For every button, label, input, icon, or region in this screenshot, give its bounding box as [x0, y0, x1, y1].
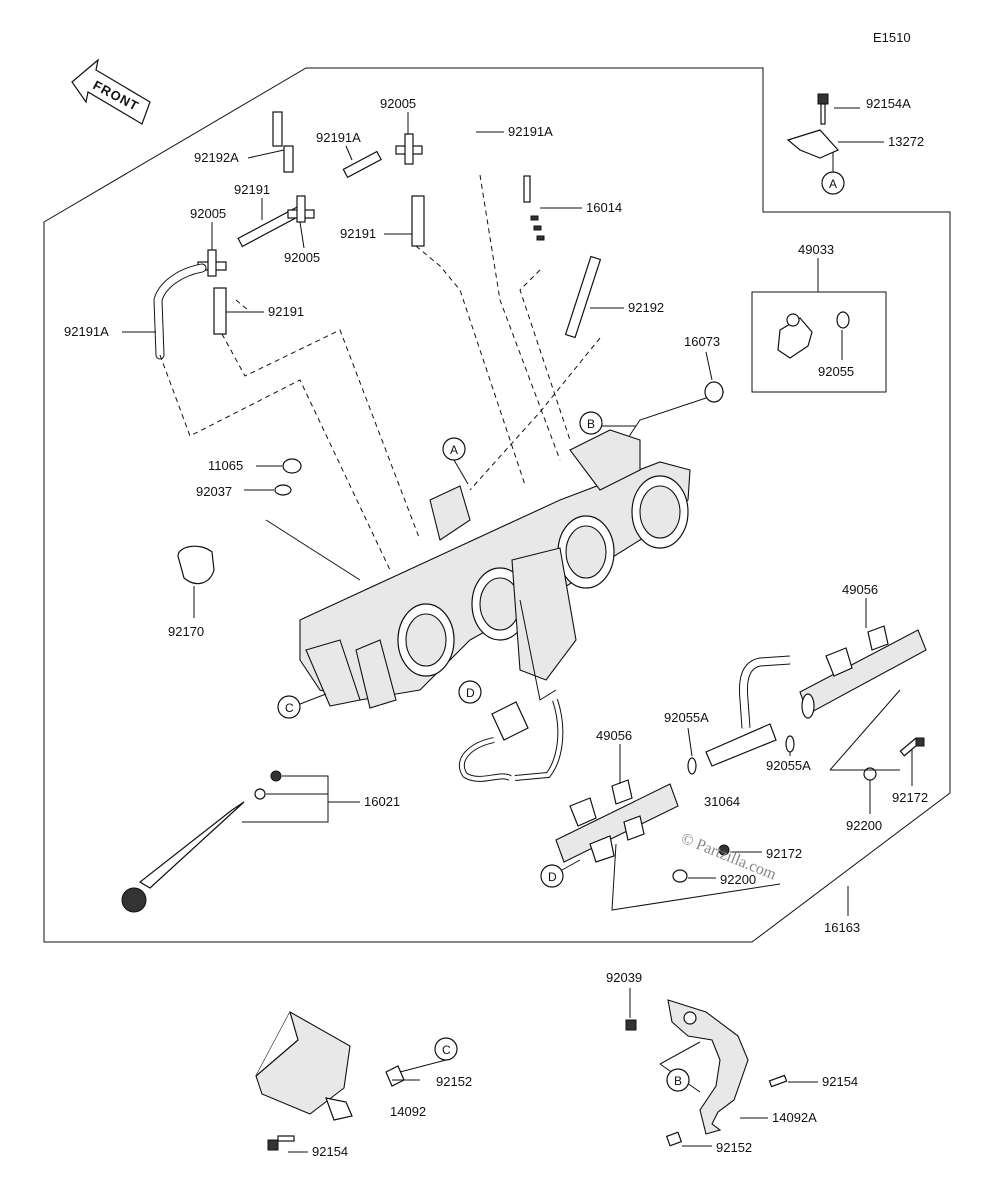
label-92191-b: 92191 — [340, 226, 376, 241]
label-92170: 92170 — [168, 624, 204, 639]
assembly-border — [43, 67, 951, 943]
seal-16073 — [704, 381, 724, 403]
ref-circle-c-cover: C — [399, 1037, 458, 1073]
label-14092A: 14092A — [772, 1110, 817, 1125]
label-16163: 16163 — [824, 920, 860, 935]
delivery-pipe-49056-right — [799, 625, 927, 719]
delivery-pipe-49056-center — [555, 779, 679, 863]
label-16014: 16014 — [586, 200, 622, 215]
tee-fitting-92005-top — [395, 133, 423, 165]
ref-circle-c-body: C — [277, 693, 327, 719]
label-92191A-left: 92191A — [64, 324, 109, 339]
throttle-bore-3 — [557, 515, 615, 589]
ref-c-body-label: C — [285, 701, 294, 715]
ref-circle-a-body: A — [442, 437, 469, 485]
tee-fitting-92005-mid — [287, 195, 315, 223]
label-49033: 49033 — [798, 242, 834, 257]
ref-b-body-label: B — [587, 417, 595, 431]
ref-a-bracket-label: A — [829, 177, 837, 191]
label-92191-c: 92191 — [268, 304, 304, 319]
ref-a-body-label: A — [450, 443, 458, 457]
leader-lines — [611, 689, 901, 911]
cap-11065 — [282, 458, 302, 474]
ref-circle-d-body: D — [458, 680, 482, 704]
label-92192A: 92192A — [194, 150, 239, 165]
label-92172-right: 92172 — [892, 790, 928, 805]
label-92055A-b: 92055A — [766, 758, 811, 773]
hose-92191-c — [213, 287, 227, 335]
label-92154-right: 92154 — [822, 1074, 858, 1089]
ref-d-body-label: D — [466, 686, 475, 700]
ref-d-pipe-label: D — [548, 870, 557, 884]
cover-14092 — [255, 1011, 420, 1151]
screw-16021 — [121, 770, 329, 913]
band-92170 — [177, 545, 215, 585]
label-92200-center: 92200 — [720, 872, 756, 887]
label-92191-a: 92191 — [234, 182, 270, 197]
ref-circle-b-cover: B — [666, 1068, 690, 1092]
throttle-bore-1 — [397, 603, 455, 677]
sensor-16014 — [523, 175, 545, 241]
label-92154A: 92154A — [866, 96, 911, 111]
label-49056-right: 49056 — [842, 582, 878, 597]
ref-b-cover-label: B — [674, 1074, 682, 1088]
hose-92191-b — [411, 195, 425, 247]
label-92191A-mid: 92191A — [316, 130, 361, 145]
bolt-92172-center — [718, 844, 730, 856]
label-92172-center: 92172 — [766, 846, 802, 861]
label-92005-top: 92005 — [380, 96, 416, 111]
cover-14092A — [625, 999, 788, 1147]
label-13272: 13272 — [888, 134, 924, 149]
label-92152-left: 92152 — [436, 1074, 472, 1089]
clip-92037 — [274, 484, 292, 496]
label-92200-right: 92200 — [846, 818, 882, 833]
hose-92192A — [272, 111, 294, 173]
washer-92200-center — [672, 869, 688, 883]
sensor-connector — [458, 699, 564, 782]
diagram-code: E1510 — [873, 30, 911, 45]
throttle-body-assembly — [299, 429, 691, 709]
ref-circle-d-pipe: D — [540, 859, 581, 888]
label-49056-center: 49056 — [596, 728, 632, 743]
hose-92191A-left — [153, 263, 207, 360]
fuel-pipe-31064 — [687, 655, 795, 775]
hose-92192 — [564, 255, 602, 339]
label-92191A-top: 92191A — [508, 124, 553, 139]
bolt-92172-right — [899, 737, 925, 757]
throttle-bore-4 — [631, 475, 689, 549]
label-92005-mid: 92005 — [284, 250, 320, 265]
bracket-13272 — [786, 93, 839, 159]
ref-c-cover-label: C — [442, 1043, 451, 1057]
front-arrow-icon: FRONT — [71, 58, 151, 125]
label-92192: 92192 — [628, 300, 664, 315]
ref-circle-b-body: B — [579, 411, 636, 435]
label-92154-left: 92154 — [312, 1144, 348, 1159]
label-14092: 14092 — [390, 1104, 426, 1119]
ref-circle-a-bracket: A — [821, 152, 845, 195]
label-16021: 16021 — [364, 794, 400, 809]
label-31064: 31064 — [704, 794, 740, 809]
label-92055: 92055 — [818, 364, 854, 379]
label-16073: 16073 — [684, 334, 720, 349]
label-92039: 92039 — [606, 970, 642, 985]
label-92037: 92037 — [196, 484, 232, 499]
connection-lines — [159, 174, 725, 581]
hose-92191A-top — [423, 122, 483, 178]
injector-kit-49033 — [751, 291, 887, 393]
label-11065: 11065 — [208, 458, 243, 473]
label-92005-left: 92005 — [190, 206, 226, 221]
label-92055A-a: 92055A — [664, 710, 709, 725]
label-92152-right: 92152 — [716, 1140, 752, 1155]
hose-92191A-mid — [342, 150, 382, 179]
part-labels: 92154A 13272 92005 92191A 92192A 92191A … — [64, 96, 928, 1159]
